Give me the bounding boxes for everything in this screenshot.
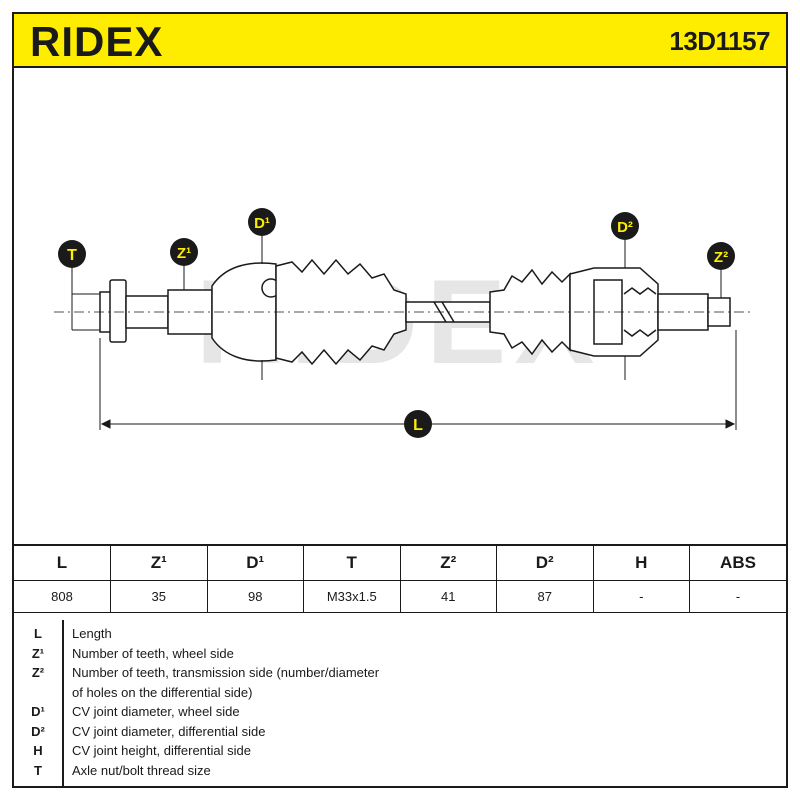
legend-item: Z² Number of teeth, transmission side (n… xyxy=(14,663,786,683)
legend-text: Number of teeth, wheel side xyxy=(72,645,234,661)
legend-text: Axle nut/bolt thread size xyxy=(72,762,211,778)
callout-l-label: L xyxy=(413,417,423,434)
callout-z2: Z² xyxy=(707,242,735,270)
legend-item: L Length xyxy=(14,624,786,644)
spec-table: L Z¹ D¹ T Z² D² H ABS 808 35 98 M33x1.5 … xyxy=(14,544,786,613)
legend-item: Z¹ Number of teeth, wheel side xyxy=(14,644,786,664)
callout-d1: D¹ xyxy=(248,208,276,236)
ridex-logo-mark: RIDEX xyxy=(30,18,163,65)
legend-symbol: Z² xyxy=(31,665,45,680)
spec-value-cell: 41 xyxy=(399,580,497,613)
legend-symbol: L xyxy=(34,626,42,641)
legend-text: CV joint diameter, differential side xyxy=(72,723,266,739)
legend-text: of holes on the differential side) xyxy=(72,684,253,700)
spec-value-cell: - xyxy=(689,580,786,613)
legend-item: D² CV joint diameter, differential side xyxy=(14,722,786,742)
spec-header-cell: H xyxy=(592,544,690,581)
spec-table-header-row: L Z¹ D¹ T Z² D² H ABS xyxy=(14,544,786,581)
spec-value-cell: 808 xyxy=(14,580,111,613)
leader-lines xyxy=(71,236,737,430)
legend-text: CV joint height, differential side xyxy=(72,743,251,758)
spec-value-cell: 87 xyxy=(496,580,594,613)
spec-header-cell: ABS xyxy=(689,544,786,581)
spec-header-cell: L xyxy=(14,544,111,581)
legend-text: CV joint diameter, wheel side xyxy=(72,704,240,719)
spec-header-cell: D¹ xyxy=(206,544,304,581)
part-number: 13D1157 xyxy=(669,26,770,56)
spec-header-cell: Z² xyxy=(399,544,497,581)
drive-shaft-diagram: RIDEX xyxy=(54,208,754,438)
legend-item: D¹ CV joint diameter, wheel side xyxy=(14,702,786,722)
legend-item: of holes on the differential side) xyxy=(14,683,786,703)
callout-t: T xyxy=(58,240,86,268)
spec-header-cell: D² xyxy=(496,544,594,581)
legend-symbol: T xyxy=(34,762,42,778)
header-bar: RIDEX 13D1157 xyxy=(14,14,786,68)
legend-symbol: D¹ xyxy=(31,704,45,719)
spec-value-cell: 35 xyxy=(110,580,208,613)
legend-text: Number of teeth, transmission side (numb… xyxy=(72,665,380,680)
legend-item: T Axle nut/bolt thread size xyxy=(14,761,786,781)
legend-symbol: H xyxy=(33,743,43,758)
ridex-logo: RIDEX xyxy=(28,18,208,67)
spec-sheet: RIDEX 13D1157 RIDEX xyxy=(12,12,788,788)
spec-header-cell: T xyxy=(303,544,401,581)
spec-value-cell: - xyxy=(592,580,690,613)
legend-divider xyxy=(62,620,64,786)
callout-z1: Z¹ xyxy=(170,238,198,266)
ridex-logo-text: RIDEX xyxy=(30,20,163,62)
legend-item: H CV joint height, differential side xyxy=(14,741,786,761)
legend-symbol: Z¹ xyxy=(31,645,45,661)
callout-d2: D² xyxy=(611,212,639,240)
legend-symbol: D² xyxy=(31,723,45,739)
spec-value-cell: M33x1.5 xyxy=(303,580,401,613)
spec-table-value-row: 808 35 98 M33x1.5 41 87 - - xyxy=(14,580,786,613)
legend-text: Length xyxy=(72,626,112,641)
legend: L Length Z¹ Number of teeth, wheel side … xyxy=(14,620,786,786)
callout-d1-label: D¹ xyxy=(254,215,270,232)
callout-l: L xyxy=(404,410,432,438)
spec-header-cell: Z¹ xyxy=(110,544,208,581)
tripod-spring xyxy=(623,287,657,337)
length-arrows xyxy=(100,419,736,429)
nut-flange xyxy=(109,279,127,343)
callout-t-label: T xyxy=(67,247,77,264)
callout-z1-label: Z¹ xyxy=(177,245,191,262)
spec-value-cell: 98 xyxy=(206,580,304,613)
callout-z2-label: Z² xyxy=(714,249,728,266)
callout-d2-label: D² xyxy=(617,219,633,236)
